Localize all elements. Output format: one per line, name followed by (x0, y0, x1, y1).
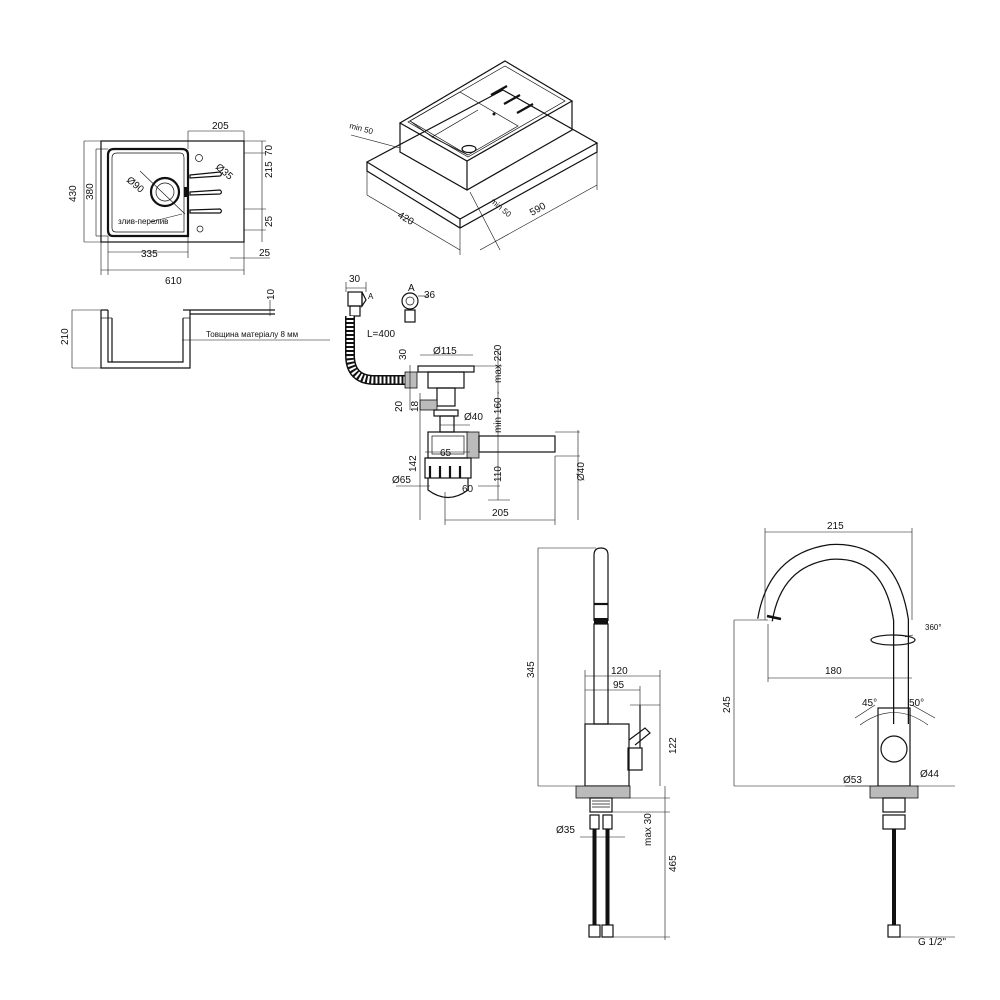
siphon-dim-18: 18 (410, 400, 421, 412)
faucet-dim-465: 465 (668, 855, 679, 872)
dim-335: 335 (141, 249, 158, 260)
dim-205: 205 (212, 121, 229, 132)
siphon-dim-max220: max 220 (493, 344, 504, 383)
siphon-assembly (345, 282, 580, 525)
material-thickness-note: Товщина матеріалу 8 мм (206, 330, 298, 339)
faucet-dim-d44: Ø44 (920, 769, 939, 780)
sink-top-view (83, 130, 270, 275)
faucet-dim-50deg: 50° (909, 698, 924, 709)
siphon-label-A: A (368, 292, 374, 301)
sink-iso-view (350, 60, 599, 255)
dim-70: 70 (264, 144, 275, 156)
faucet-dim-95: 95 (613, 680, 625, 691)
faucet-dim-45deg: 45° (862, 698, 877, 709)
dim-25-bottom: 25 (259, 248, 271, 259)
dim-610: 610 (165, 276, 182, 287)
faucet-front-view (733, 528, 955, 938)
siphon-dim-20: 20 (394, 400, 405, 412)
siphon-dim-36: 36 (424, 290, 436, 301)
faucet-dim-180: 180 (825, 666, 842, 677)
faucet-dim-360: 360° (925, 623, 942, 632)
dim-210: 210 (60, 328, 71, 345)
siphon-dim-d40-outlet: Ø40 (576, 462, 587, 481)
faucet-dim-245: 245 (722, 696, 733, 713)
siphon-dim-205: 205 (492, 508, 509, 519)
dim-d35: Ø35 (213, 162, 235, 183)
faucet-side-view (537, 547, 670, 940)
siphon-dim-d115: Ø115 (433, 346, 457, 357)
dim-215: 215 (264, 161, 275, 178)
faucet-thread-size: G 1/2" (918, 937, 946, 948)
siphon-dim-d65: Ø65 (392, 475, 411, 486)
faucet-dim-d35: Ø35 (556, 825, 575, 836)
faucet-dim-max30: max 30 (643, 813, 654, 846)
overflow-label: злив-перелив (118, 217, 168, 226)
faucet-dim-122: 122 (668, 737, 679, 754)
siphon-dim-60: 60 (462, 484, 474, 495)
siphon-dim-d40: Ø40 (464, 412, 483, 423)
dim-380: 380 (85, 183, 96, 200)
sink-section-view (71, 300, 330, 369)
dim-590: 590 (528, 201, 548, 219)
dim-25-right: 25 (264, 215, 275, 227)
faucet-dim-345: 345 (526, 661, 537, 678)
siphon-dim-30: 30 (398, 348, 409, 360)
siphon-dim-min160: min 160 - (493, 391, 504, 433)
siphon-dim-30-top: 30 (349, 274, 361, 285)
faucet-dim-d53: Ø53 (843, 775, 862, 786)
dim-d90: Ø90 (124, 175, 146, 196)
siphon-dim-110: 110 (493, 466, 504, 482)
siphon-hose-length: L=400 (367, 329, 396, 340)
faucet-dim-120: 120 (611, 666, 628, 677)
dim-420: 420 (396, 210, 416, 228)
dim-min50-left: min 50 (348, 121, 374, 136)
siphon-dim-142: 142 (408, 455, 419, 472)
dim-430: 430 (68, 185, 79, 202)
dim-10: 10 (266, 288, 277, 300)
siphon-detail-A: A (408, 283, 415, 294)
faucet-dim-215: 215 (827, 521, 844, 532)
siphon-dim-65: 65 (440, 448, 452, 459)
